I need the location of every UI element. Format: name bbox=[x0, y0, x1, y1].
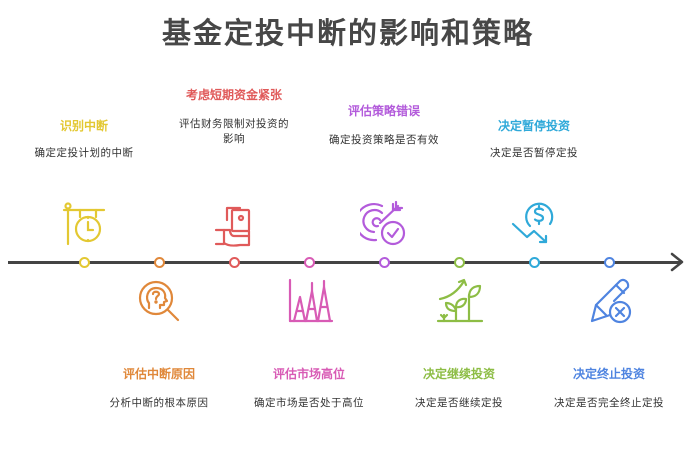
step-description: 评估财务限制对投资的影响 bbox=[179, 118, 289, 145]
hand-holding-money-icon bbox=[210, 200, 258, 248]
target-check-icon bbox=[354, 200, 408, 248]
page-title: 基金定投中断的影响和策略 bbox=[161, 16, 534, 50]
step-short-term-funding: 考虑短期资金紧张 评估财务限制对投资的影响 bbox=[169, 87, 299, 147]
step-title: 决定终止投资 bbox=[572, 367, 645, 381]
timeline-node-8 bbox=[604, 257, 615, 268]
step-title: 评估市场高位 bbox=[272, 367, 345, 381]
step-title: 评估策略错误 bbox=[347, 104, 420, 118]
step-title: 决定暂停投资 bbox=[497, 119, 570, 133]
timeline-node-7 bbox=[529, 257, 540, 268]
step-assess-cause: 评估中断原因 分析中断的根本原因 bbox=[94, 366, 224, 411]
timeline-line bbox=[8, 261, 680, 264]
pen-cancel-icon bbox=[586, 277, 634, 325]
timeline-node-5 bbox=[379, 257, 390, 268]
head-question-magnifier-icon bbox=[135, 277, 183, 325]
step-decide-pause: 决定暂停投资 决定是否暂停定投 bbox=[469, 118, 599, 161]
step-assess-market-high: 评估市场高位 确定市场是否处于高位 bbox=[244, 366, 374, 411]
step-decide-terminate: 决定终止投资 决定是否完全终止定投 bbox=[544, 366, 674, 411]
signboard-clock-icon bbox=[60, 200, 108, 248]
timeline-node-3 bbox=[229, 257, 240, 268]
timeline-node-1 bbox=[79, 257, 90, 268]
timeline-node-6 bbox=[454, 257, 465, 268]
step-description: 决定是否暂停定投 bbox=[490, 147, 578, 159]
step-description: 确定定投计划的中断 bbox=[34, 147, 134, 159]
step-description: 分析中断的根本原因 bbox=[109, 397, 209, 409]
step-description: 确定市场是否处于高位 bbox=[254, 397, 364, 409]
step-title: 识别中断 bbox=[59, 119, 108, 133]
step-description: 确定投资策略是否有效 bbox=[329, 134, 439, 146]
step-decide-continue: 决定继续投资 决定是否继续定投 bbox=[394, 366, 524, 411]
timeline-node-4 bbox=[304, 257, 315, 268]
dollar-decline-icon bbox=[510, 200, 558, 248]
step-assess-strategy-error: 评估策略错误 确定投资策略是否有效 bbox=[319, 103, 449, 148]
step-title: 决定继续投资 bbox=[422, 367, 495, 381]
step-title: 评估中断原因 bbox=[122, 367, 195, 381]
step-description: 决定是否继续定投 bbox=[415, 397, 503, 409]
step-title: 考虑短期资金紧张 bbox=[185, 88, 282, 102]
step-description: 决定是否完全终止定投 bbox=[554, 397, 664, 409]
step-identify-interruption: 识别中断 确定定投计划的中断 bbox=[19, 118, 149, 161]
growing-plant-icon bbox=[436, 277, 484, 325]
timeline-node-2 bbox=[154, 257, 165, 268]
timeline-arrow-icon bbox=[670, 252, 684, 272]
market-peaks-icon bbox=[286, 277, 334, 325]
